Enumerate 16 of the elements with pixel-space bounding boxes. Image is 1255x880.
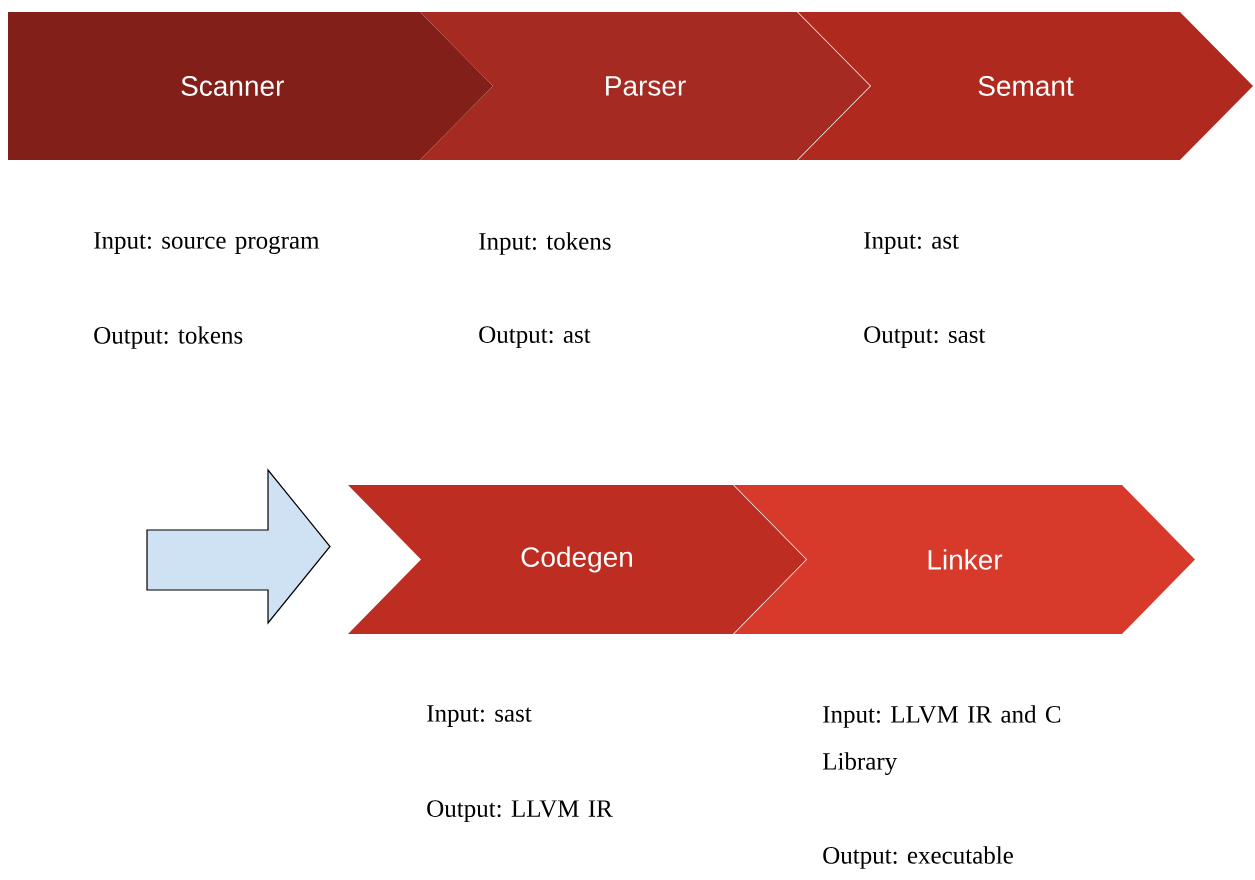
stage-description: Output: tokens <box>94 326 243 349</box>
stage-description: Input: LLVM IR and C Library <box>822 705 1061 775</box>
stage-description: Input: sast <box>427 705 532 727</box>
block-arrow <box>146 468 331 625</box>
stage-banner: Parser <box>420 12 870 160</box>
stage-banner: Codegen <box>348 485 806 634</box>
stage-description: Output: LLVM IR <box>427 800 613 823</box>
stage-banner: Scanner <box>8 12 493 160</box>
stage-description: Input: source program <box>94 232 320 254</box>
stage-banner: Linker <box>734 485 1195 634</box>
stage-banner: Semant <box>798 12 1253 160</box>
stage-description: Output: executable <box>823 846 1013 869</box>
stage-description: Output: ast <box>479 326 591 349</box>
stage-description: Input: tokens <box>479 232 611 255</box>
stage-description: Output: sast <box>864 326 986 349</box>
stage-description: Input: ast <box>864 232 959 254</box>
